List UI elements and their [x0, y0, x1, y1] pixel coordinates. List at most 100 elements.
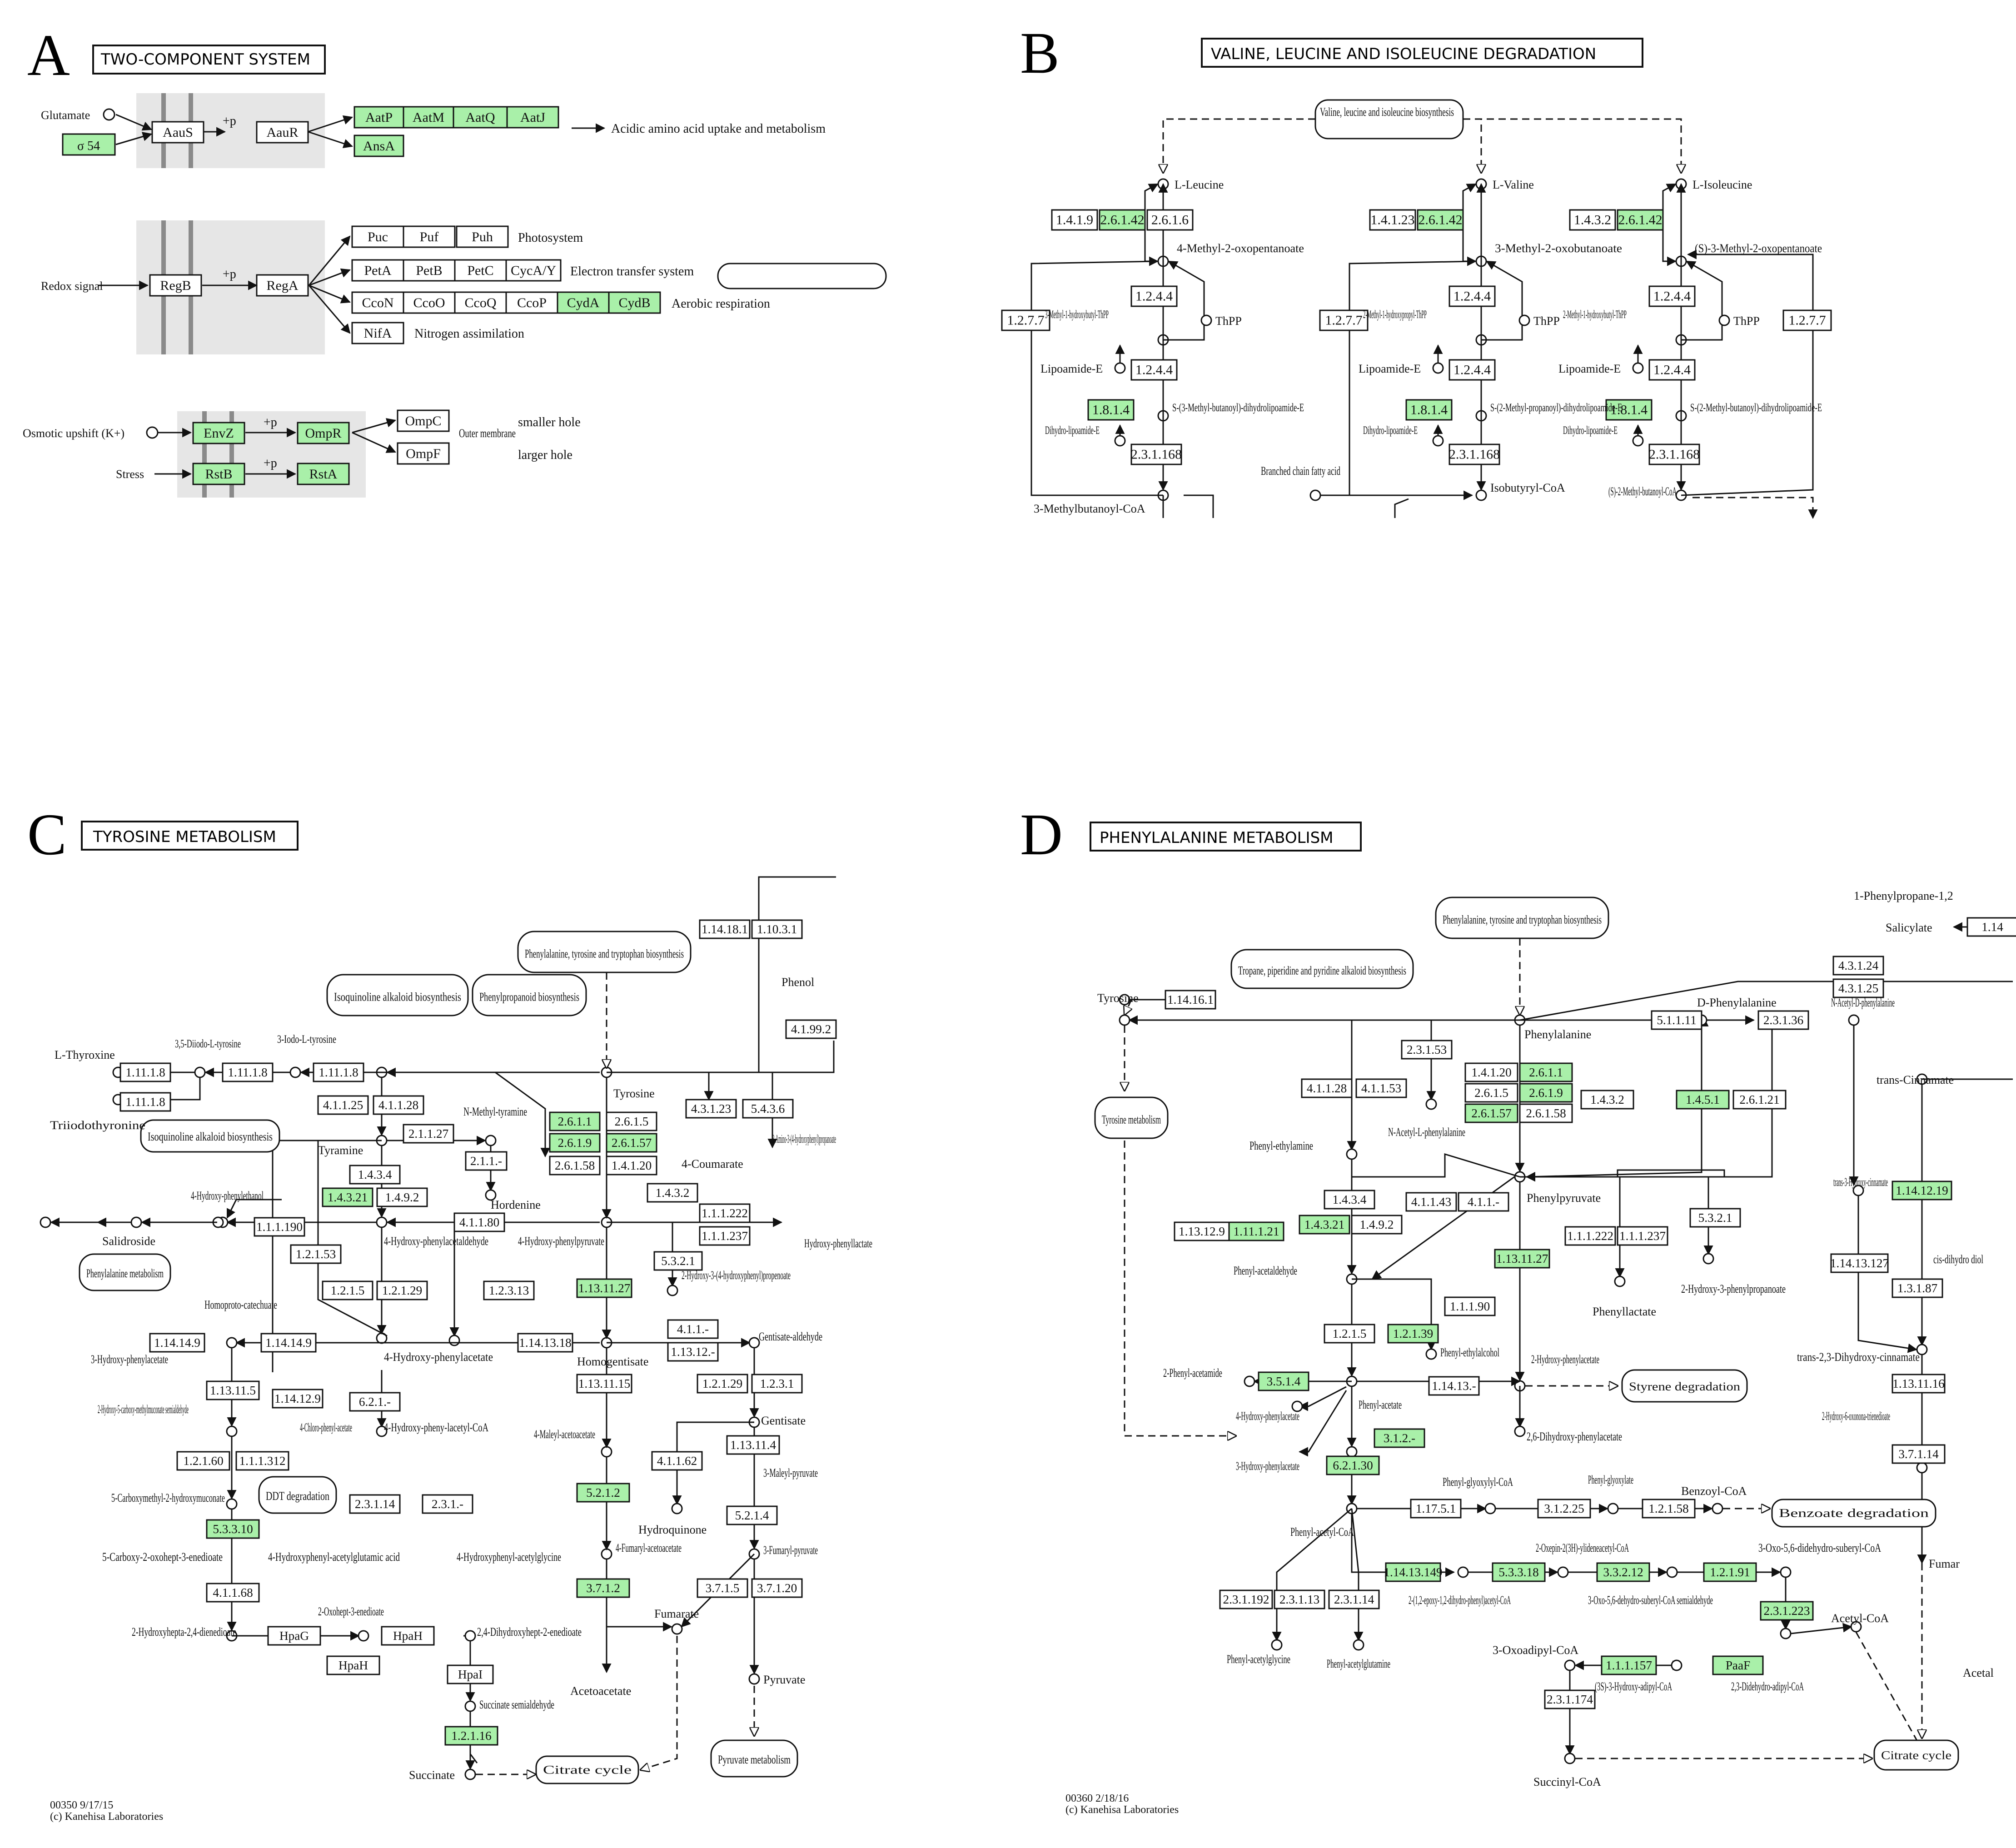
compound-node[interactable]: [1557, 1566, 1569, 1578]
ec-box: 1.1.1.237: [1617, 1226, 1668, 1246]
compound-node[interactable]: [1425, 1098, 1437, 1110]
compound-node[interactable]: [1514, 1425, 1526, 1437]
enzyme-label: 1.4.5.1: [1686, 1093, 1720, 1106]
compound-node[interactable]: [1119, 994, 1130, 1006]
compound-node[interactable]: [1291, 1400, 1303, 1412]
compound-node[interactable]: [667, 1285, 678, 1296]
compound-node[interactable]: [226, 1498, 238, 1510]
compound-node[interactable]: [1114, 435, 1126, 447]
compound-node[interactable]: [1666, 1566, 1678, 1578]
tropane-link[interactable]: Tropane, piperidine and pyridine alkaloi…: [1230, 949, 1414, 989]
phetyrtrp-link[interactable]: Phenylalanine, tyrosine and tryptophan b…: [517, 931, 692, 973]
ec-box: 4.1.1.-: [1458, 1192, 1509, 1212]
citrate-cycle-link[interactable]: Citrate cycle: [1873, 1739, 1959, 1771]
compound-node[interactable]: [1114, 362, 1126, 374]
enzyme-label: 1.2.1.53: [296, 1247, 336, 1261]
compound-node[interactable]: [1425, 1348, 1437, 1360]
ec-box: 1.14.14.9: [149, 1333, 205, 1353]
phospho-label: +p: [223, 267, 236, 281]
ec-box: 2.6.1.5: [606, 1111, 657, 1131]
ec-box: 2.3.1.13: [1274, 1589, 1325, 1609]
isoquinoline-link[interactable]: Isoquinoline alkaloid biosynthesis: [326, 974, 469, 1016]
enzyme-label: 1.4.3.2: [656, 1186, 690, 1200]
compound-node[interactable]: [1564, 1753, 1576, 1764]
compound-node[interactable]: [1632, 362, 1644, 374]
compound-node[interactable]: [1671, 1659, 1682, 1671]
compound-node[interactable]: [748, 1337, 760, 1349]
isoquinoline-link[interactable]: Isoquinoline alkaloid biosynthesis: [140, 1119, 280, 1153]
compound-node[interactable]: [1780, 1628, 1792, 1639]
compound-node[interactable]: [601, 1446, 612, 1458]
compound-node[interactable]: [376, 1425, 388, 1437]
compound-node[interactable]: [1718, 314, 1730, 326]
compound-node[interactable]: [1848, 1014, 1860, 1026]
compound-node[interactable]: [1712, 1503, 1723, 1514]
compound-node[interactable]: [448, 1335, 460, 1346]
compound-node[interactable]: [1432, 435, 1444, 447]
compound-node[interactable]: [1119, 1014, 1130, 1026]
phenylpropanoid-link[interactable]: Phenylpropanoid biosynthesis: [472, 974, 587, 1016]
pyruvate-metabolism-link[interactable]: Pyruvate metabolism: [710, 1739, 798, 1778]
compound-node[interactable]: [671, 1503, 683, 1514]
compound-node[interactable]: [1916, 1462, 1928, 1474]
thpp-label: ThPP: [1215, 314, 1242, 328]
citrate-cycle-link[interactable]: Citrate cycle: [535, 1755, 639, 1784]
tyrosine-metabolism-link[interactable]: Tyrosine metabolism: [1094, 1096, 1169, 1139]
phetyrtrp-link[interactable]: Phenylalanine, tyrosine and tryptophan b…: [1435, 897, 1609, 939]
enzyme-label: 1.4.1.20: [612, 1159, 652, 1172]
compound-node[interactable]: [1632, 435, 1644, 447]
nitrogen-assimilation-label: Nitrogen assimilation: [414, 327, 524, 341]
compound-node[interactable]: [671, 1623, 683, 1635]
ec-box: 1.1.1.90: [1444, 1296, 1496, 1316]
compound-node[interactable]: [1850, 1621, 1862, 1633]
compound-node[interactable]: [485, 1189, 497, 1201]
compound-node[interactable]: [1484, 1503, 1496, 1514]
compound-node[interactable]: [1702, 1253, 1714, 1265]
compound-node[interactable]: [464, 1700, 476, 1712]
compound-node[interactable]: [1200, 314, 1212, 326]
compound-node[interactable]: [1475, 489, 1487, 501]
compound-label: 5-Carboxy-2-oxohept-3-enedioate: [102, 1550, 223, 1564]
compound-node[interactable]: [1346, 1446, 1358, 1458]
compound-node[interactable]: [358, 1630, 369, 1642]
compound-node[interactable]: [226, 1425, 238, 1437]
compound-node[interactable]: [1353, 1639, 1364, 1651]
compound-node[interactable]: [376, 1216, 388, 1228]
compound-node[interactable]: [289, 1066, 301, 1078]
enzyme-label: 1.1.1.90: [1450, 1300, 1490, 1313]
compound-label: 4-Hydroxy-phenylpyruvate: [518, 1235, 604, 1248]
compound-node[interactable]: [226, 1337, 238, 1349]
enzyme-label: 1.14.18.1: [702, 922, 748, 936]
compound-label: L-Isoleucine: [1692, 178, 1752, 191]
ddt-degradation-link[interactable]: DDT degradation: [258, 1476, 337, 1514]
styrene-degradation-link[interactable]: Styrene degradation: [1621, 1369, 1748, 1403]
compound-node[interactable]: [40, 1216, 51, 1228]
compound-node[interactable]: [1432, 362, 1444, 374]
compound-label: 1-Phenylpropane-1,2: [1854, 889, 1953, 902]
compound-node[interactable]: [601, 1548, 612, 1560]
phenylalanine-metabolism-link[interactable]: Phenylalanine metabolism: [79, 1253, 171, 1291]
compound-node[interactable]: [1457, 1566, 1469, 1578]
compound-node[interactable]: [1346, 1148, 1358, 1160]
compound-node[interactable]: [1244, 1375, 1255, 1387]
ec-box: 4.1.1.68: [206, 1583, 260, 1603]
compound-node[interactable]: [1780, 1566, 1792, 1578]
compound-label: Acetoacetate: [570, 1684, 631, 1698]
compound-node[interactable]: [130, 1216, 142, 1228]
compound-node[interactable]: [748, 1673, 760, 1685]
enzyme-label: 1.17.5.1: [1416, 1502, 1456, 1515]
compound-node[interactable]: [1271, 1639, 1283, 1651]
compound-node[interactable]: [464, 1768, 476, 1780]
compound-node[interactable]: [1564, 1659, 1576, 1671]
compound-node[interactable]: [464, 1630, 476, 1642]
compound-node[interactable]: [1518, 314, 1530, 326]
compound-node[interactable]: [485, 1135, 497, 1146]
sigma54-box: σ 54: [62, 133, 116, 156]
compound-node[interactable]: [1309, 489, 1321, 501]
compound-node[interactable]: [1614, 1275, 1626, 1287]
compound-node[interactable]: [1607, 1503, 1619, 1514]
compound-node[interactable]: [194, 1066, 206, 1078]
benzoate-degradation-link[interactable]: Benzoate degradation: [1771, 1499, 1936, 1528]
